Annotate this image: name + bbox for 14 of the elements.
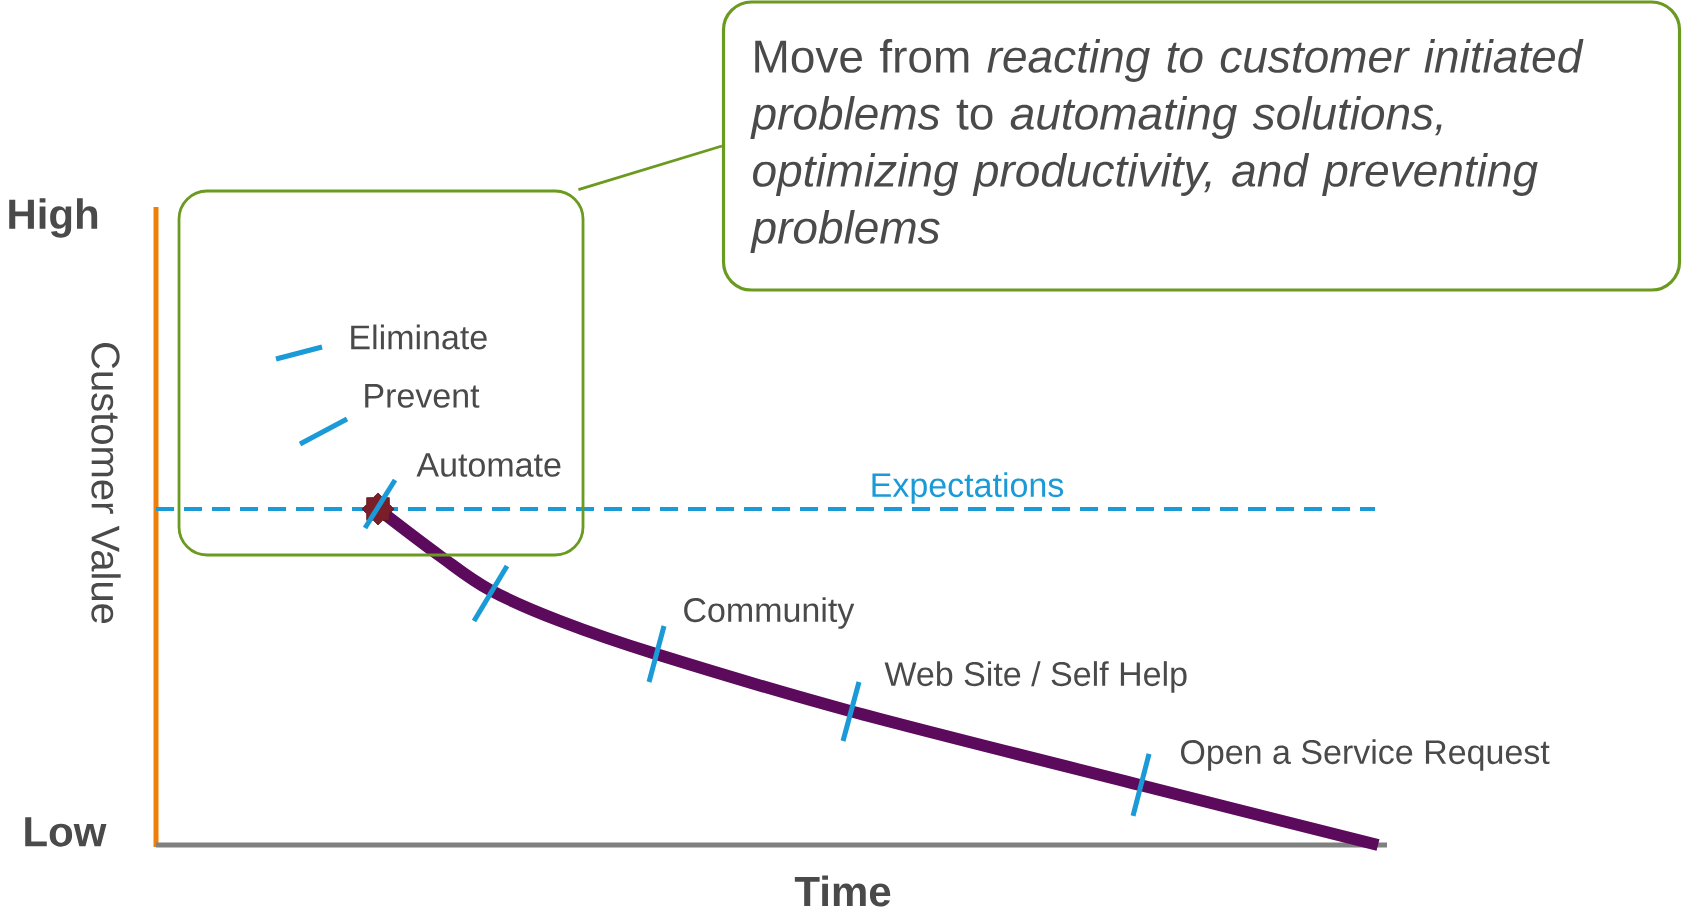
stage-label: Eliminate (351, 324, 487, 350)
heading-label: High (9, 198, 98, 238)
axis-title: Customer Value (91, 343, 121, 624)
axis-title: Time (794, 875, 891, 907)
highlight-box (177, 189, 585, 557)
callout-box: Move from reacting to customer initiated problems to automating solutions, optimizing productivity, and preventing problems (721, 0, 1682, 292)
stage-label: Web Site / Self Help (884, 661, 1187, 693)
stage-label: Open a Service Request (1181, 739, 1550, 771)
leader-line (578, 144, 723, 191)
stage-label: Community (684, 597, 855, 629)
stage-label: Prevent (365, 384, 480, 408)
line-label: Expectations (872, 472, 1064, 504)
heading-label: Low (25, 817, 107, 847)
stage-label: Automate (416, 453, 561, 477)
